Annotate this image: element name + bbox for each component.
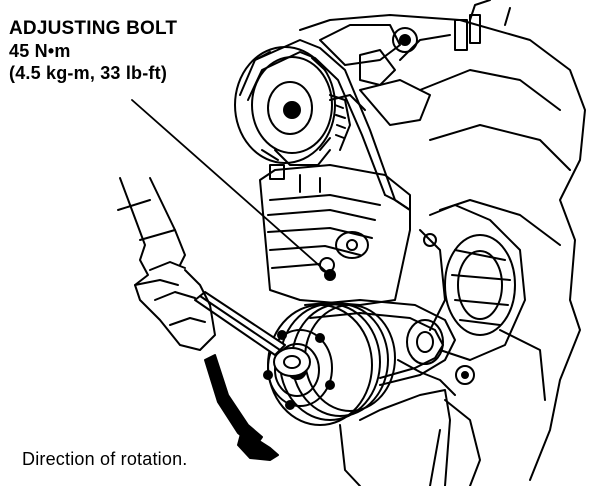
oil-pan [339, 389, 451, 486]
timing-belt [239, 39, 411, 211]
wrench [194, 291, 311, 377]
callout-title: ADJUSTING BOLT [9, 18, 178, 39]
rotation-caption: Direction of rotation. [22, 449, 188, 469]
rotation-arrow [204, 354, 279, 461]
callout-torque-alt: (4.5 kg-m, 33 lb-ft) [9, 63, 168, 83]
alternator [419, 204, 526, 385]
adjusting-bolt-callout: ADJUSTING BOLT 45 N•m (4.5 kg-m, 33 lb-f… [9, 18, 177, 84]
adjusting-bolt-icon [324, 269, 336, 281]
callout-torque-nm: 45 N•m [9, 41, 71, 61]
engine-block [299, 0, 586, 486]
timing-belt-cover [259, 149, 411, 306]
hand [117, 177, 216, 351]
callout-leader-line [131, 99, 331, 276]
